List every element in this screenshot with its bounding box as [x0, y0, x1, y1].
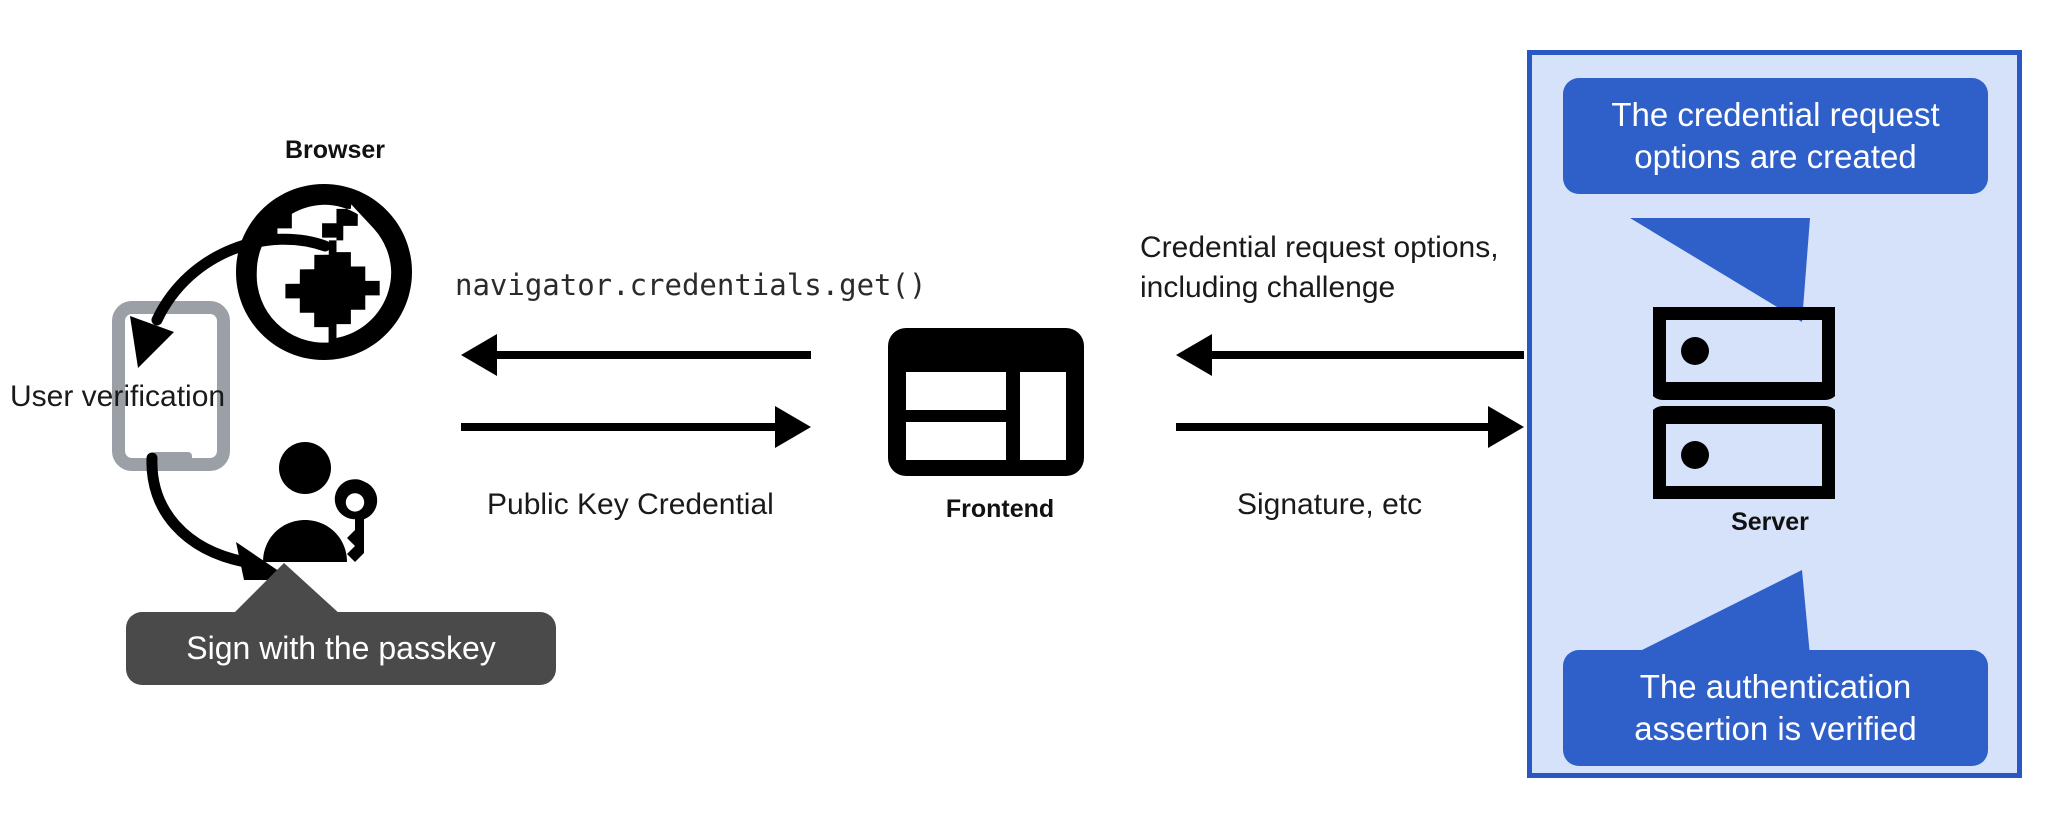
signature-arrow-line: [1176, 423, 1488, 431]
credential-options-callout-tail: [1630, 218, 1810, 322]
credential-request-options-arrow-line: [1212, 351, 1524, 359]
user-verification-label: User verification: [10, 380, 226, 413]
assertion-verified-callout-tail: [1630, 570, 1810, 656]
frontend-label: Frontend: [945, 495, 1055, 523]
public-key-credential-arrow-head: [775, 406, 811, 448]
navigator-get-arrow-line: [497, 351, 811, 359]
navigator-get-label: navigator.credentials.get(): [455, 268, 927, 302]
credential-request-options-label: Credential request options, including ch…: [1140, 231, 1499, 304]
server-label: Server: [1731, 508, 1809, 536]
signature-label: Signature, etc: [1237, 488, 1423, 521]
browser-to-device-arrow: [130, 233, 330, 368]
globe-icon: [236, 184, 412, 360]
browser-label: Browser: [284, 136, 386, 164]
credential-request-options-arrow-head: [1176, 334, 1212, 376]
sign-passkey-callout: Sign with the passkey: [126, 612, 556, 685]
webpage-layout-icon: [888, 328, 1084, 476]
sign-passkey-callout-tail: [222, 563, 352, 625]
navigator-get-arrow-head: [461, 334, 497, 376]
mobile-phone-icon: [112, 301, 230, 471]
public-key-credential-arrow-line: [461, 423, 775, 431]
server-racks-icon: [1653, 307, 1835, 499]
public-key-credential-label: Public Key Credential: [487, 488, 774, 521]
signature-arrow-head: [1488, 406, 1524, 448]
person-with-key-icon: [263, 442, 378, 562]
credential-options-callout: The credential request options are creat…: [1563, 78, 1988, 195]
assertion-verified-callout: The authentication assertion is verified: [1563, 650, 1988, 767]
mobile-phone-speaker: [152, 452, 192, 461]
